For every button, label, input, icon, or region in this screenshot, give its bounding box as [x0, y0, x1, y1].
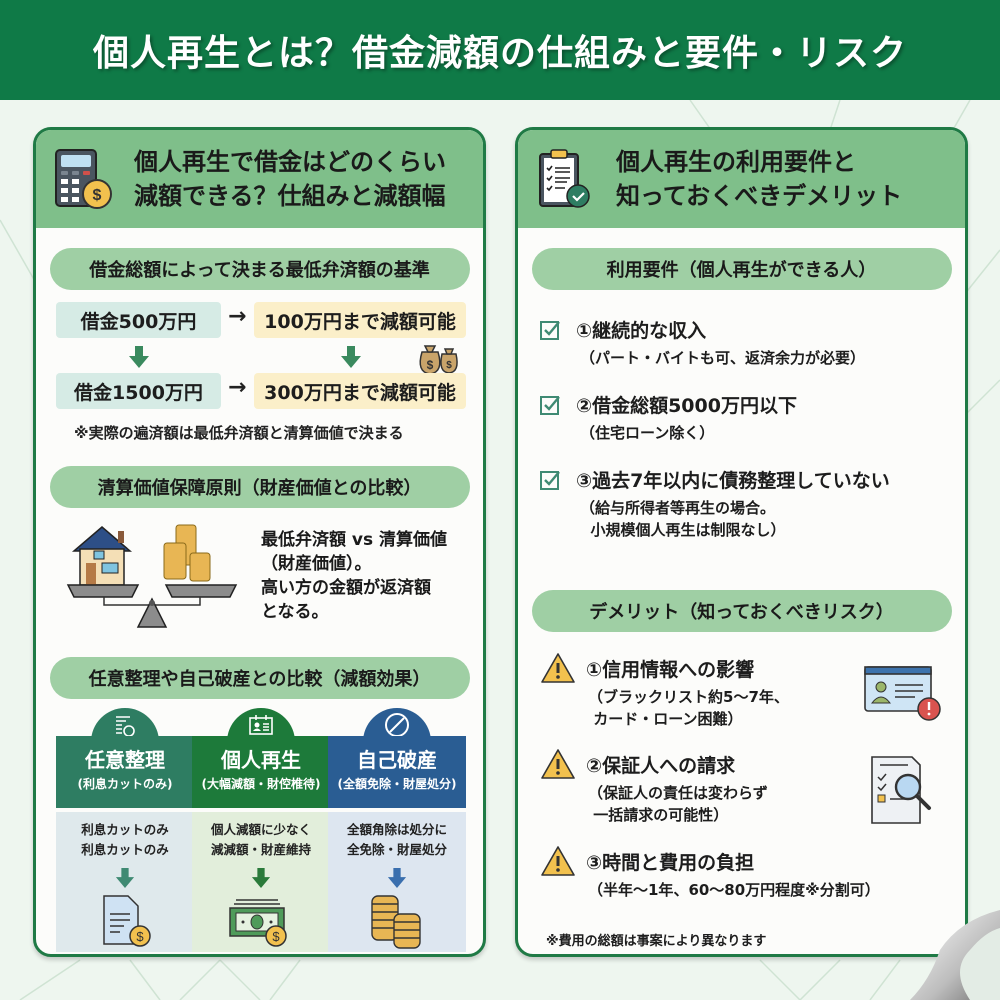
panel-title: 個人再生の利用要件と 知っておくべきデメリット [616, 145, 902, 213]
panel-title-line2: 減額できる？仕組みと減額幅 [134, 182, 446, 210]
page-header: 個人再生とは？借金減額の仕組みと要件・リスク [0, 0, 1000, 100]
column-bankruptcy: 自己破産 (全額免除・財屋処分) 全額角除は処分に全免除・財屋処分 [328, 708, 466, 952]
down-arrow-icon [129, 346, 149, 368]
checkbox-checked-icon [540, 470, 560, 490]
requirement-item: ③過去7年以内に債務整理していない （給与所得者等再生の場合。 小規模個人再生は… [540, 466, 890, 541]
requirements-heading: 利用要件（個人再生ができる人） [531, 248, 952, 290]
panel-header: $ 個人再生で借金はどのくらい 減額できる？仕組みと減額幅 [36, 130, 483, 228]
cost-footnote: ※費用の総額は事案により異なります [546, 934, 767, 949]
calculator-coin-icon: $ [55, 149, 112, 209]
column-individual-rehabilitation: 個人再生 (大幅減額・財倥椎待) 個人減額に少なく減減額・財産維持 $ [192, 708, 330, 952]
comparison-heading: 任意整理や自己破産との比較（減額効果） [49, 657, 470, 699]
column-title: 個人再生 [221, 748, 301, 772]
panel-title: 個人再生で借金はどのくらい 減額できる？仕組みと減額幅 [134, 145, 446, 213]
prohibited-icon [385, 713, 409, 737]
money-bags-icon: $ $ [419, 345, 458, 375]
svg-text:$: $ [136, 929, 144, 944]
checkbox-checked-icon [540, 320, 560, 340]
minimum-repayment-heading: 借金総額によって決まる最低弁済額の基準 [49, 248, 470, 290]
repayment-note: ※実際の遍済額は最低弁済額と清算価値で決まる [74, 424, 404, 442]
debt-500-box: 借金500万円 [56, 302, 221, 338]
liquidation-value-heading: 清算価値保障原則（財産価値との比較） [49, 466, 470, 508]
down-arrow-icon [251, 868, 271, 888]
risk-item: ①信用情報への影響 （ブラックリスト約5～7年、 カード・ローン困難） [540, 652, 789, 730]
clipboard-check-icon [539, 149, 590, 208]
id-card-icon [249, 715, 273, 735]
arrow-right-icon: → [228, 304, 247, 329]
reduce-100-box: 100万円まで減額可能 [254, 302, 466, 338]
requirement-item: ①継続的な収入 （パート・バイトも可、返済余力が必要） [540, 316, 865, 369]
column-voluntary-arrangement: 任意整理 (利息カットのみ) 利息カットのみ利息カットのみ $ [56, 708, 194, 952]
svg-text:$: $ [272, 929, 280, 944]
checkbox-checked-icon [540, 395, 560, 415]
id-card-alert-icon [864, 666, 941, 721]
column-subtitle: (全額免除・財屋処分) [337, 777, 457, 791]
liquidation-explanation: 最低弁済額 vs 清算価値 （財産価値）。 高い方の金額が返済額 となる。 [261, 530, 448, 622]
panel-title-line1: 個人再生で借金はどのくらい [134, 148, 446, 176]
down-arrow-icon [387, 868, 407, 888]
column-title: 任意整理 [85, 748, 165, 772]
down-arrow-icon [115, 868, 135, 888]
warning-icon [541, 653, 575, 683]
debt-1500-box: 借金1500万円 [56, 373, 221, 409]
column-subtitle: (利息カットのみ) [77, 777, 173, 791]
svg-text:$: $ [446, 360, 452, 371]
arrow-right-icon: → [228, 375, 247, 400]
page-curl-decoration [910, 910, 1000, 1000]
warning-icon [541, 749, 575, 779]
reduction-mechanism-panel: $ 個人再生で借金はどのくらい 減額できる？仕組みと減額幅 借金総額によって決ま… [33, 127, 486, 957]
risk-item: ③時間と費用の負担 （半年～1年、60～80万円程度※分割可） [540, 845, 880, 901]
warning-icon [541, 846, 575, 876]
panel-title-line1: 個人再生の利用要件と [616, 148, 856, 176]
panel-header: 個人再生の利用要件と 知っておくべきデメリット [518, 130, 965, 228]
coin-stacks-icon [371, 895, 421, 949]
page-title: 個人再生とは？借金減額の仕組みと要件・リスク [92, 33, 907, 74]
svg-text:$: $ [427, 358, 434, 372]
requirement-item: ②借金総額5000万円以下 （住宅ローン除く） [540, 391, 797, 444]
banknote-coin-icon: $ [229, 899, 287, 947]
column-subtitle: (大幅減額・財倥椎待) [201, 777, 321, 791]
invoice-coin-icon: $ [103, 895, 151, 947]
requirements-risks-panel: 個人再生の利用要件と 知っておくべきデメリット 利用要件（個人再生ができる人） … [515, 127, 968, 957]
down-arrow-icon [341, 346, 361, 368]
house-vs-coins-scale-icon [66, 524, 238, 628]
svg-text:$: $ [93, 187, 102, 204]
document-coin-icon [116, 716, 135, 737]
checklist-magnifier-icon [871, 756, 931, 824]
reduce-300-box: 300万円まで減額可能 [254, 373, 466, 409]
risk-item: ②保証人への請求 （保証人の責任は変わらず 一括請求の可能性） [540, 748, 768, 826]
panel-title-line2: 知っておくべきデメリット [616, 182, 903, 210]
risks-heading: デメリット（知っておくべきリスク） [531, 590, 952, 632]
column-title: 自己破産 [357, 748, 437, 772]
